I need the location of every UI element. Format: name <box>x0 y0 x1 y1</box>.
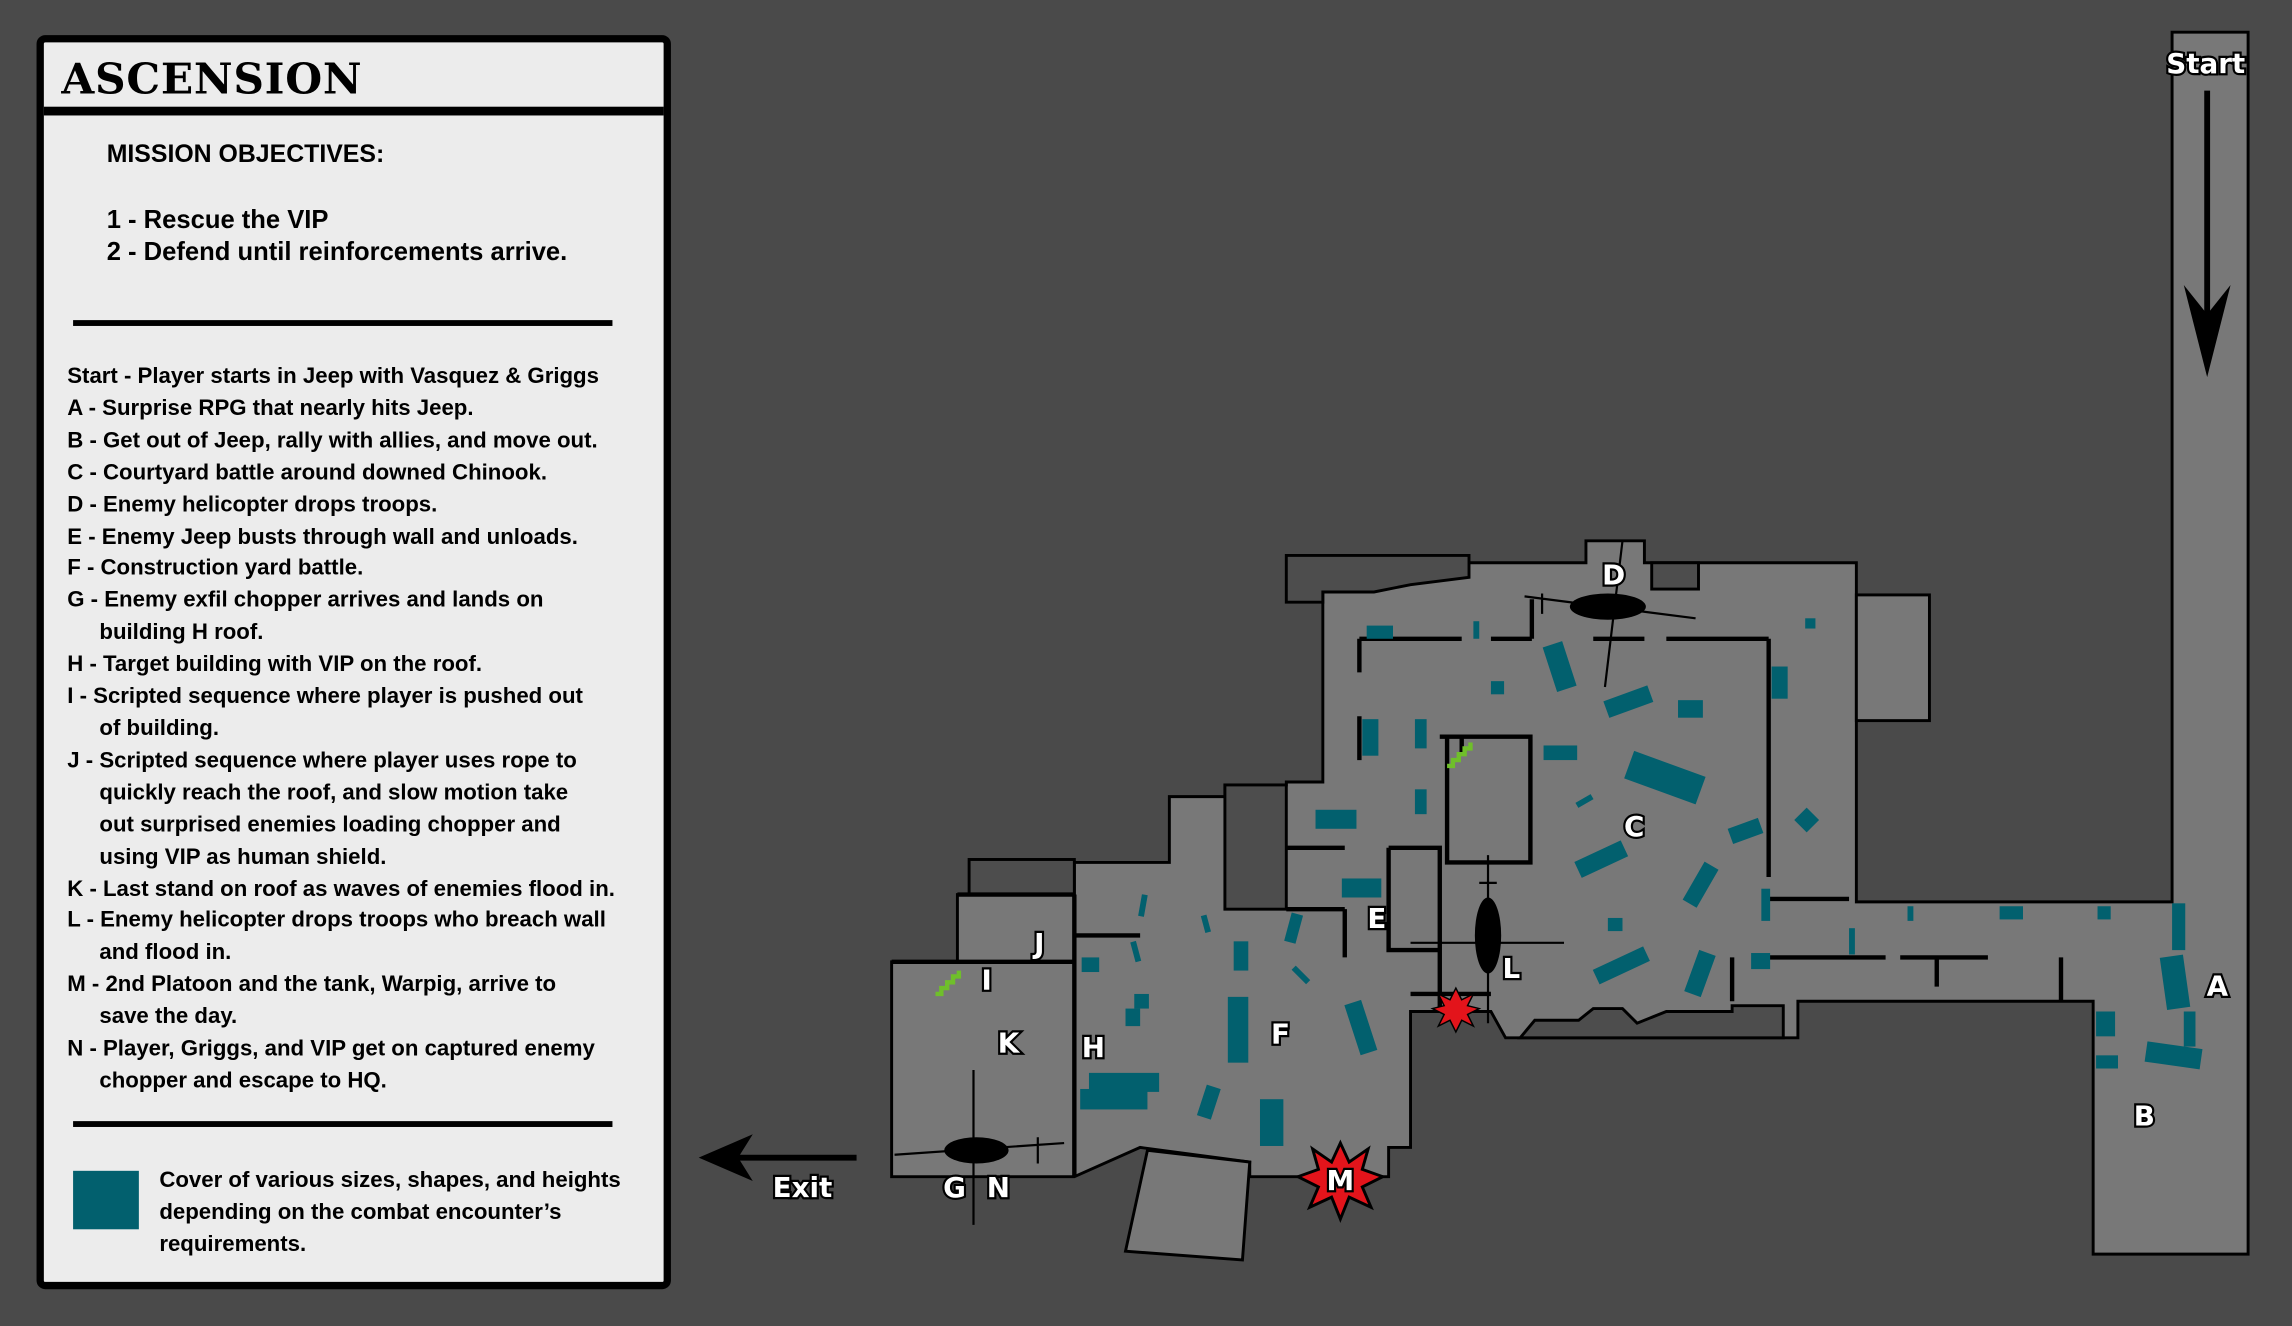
event-text-continued: building H roof. <box>99 620 264 645</box>
annex-room <box>1854 593 1931 723</box>
marker-d: D <box>1602 559 1625 592</box>
divider <box>73 320 613 326</box>
event-text: A - Surprise RPG that nearly hits Jeep. <box>67 395 474 421</box>
exit-label: Exit <box>773 1171 833 1204</box>
event-item: D - Enemy helicopter drops troops. <box>67 489 652 521</box>
dark-room <box>1223 783 1288 911</box>
helicopter-icon <box>1524 540 1696 688</box>
marker-h: H <box>1082 1031 1105 1064</box>
legend-panel: ASCENSION MISSION OBJECTIVES: 1 - Rescue… <box>36 35 671 1290</box>
event-item: B - Get out of Jeep, rally with allies, … <box>67 425 652 457</box>
event-item: K - Last stand on roof as waves of enemi… <box>67 873 652 905</box>
dark-room <box>1284 553 1471 604</box>
marker-a: A <box>2207 969 2229 1002</box>
dark-room <box>1650 561 1700 591</box>
event-item: Start - Player starts in Jeep with Vasqu… <box>67 361 652 393</box>
helicopter-icon <box>1410 855 1565 1024</box>
event-item: J - Scripted sequence where player uses … <box>67 745 652 873</box>
event-text: N - Player, Griggs, and VIP get on captu… <box>67 1036 595 1062</box>
event-text: K - Last stand on roof as waves of enemi… <box>67 876 615 902</box>
stairs-icon <box>935 970 962 997</box>
marker-f: F <box>1271 1018 1290 1051</box>
event-item: E - Enemy Jeep busts through wall and un… <box>67 521 652 553</box>
start-label: Start <box>2166 47 2245 80</box>
event-item: C - Courtyard battle around downed Chino… <box>67 457 652 489</box>
marker-n: N <box>987 1171 1010 1204</box>
marker-c: C <box>1624 810 1644 843</box>
marker-g: G <box>943 1171 966 1204</box>
divider <box>73 1121 613 1127</box>
event-item: F - Construction yard battle. <box>67 553 652 585</box>
marker-m: M <box>1327 1164 1355 1197</box>
cover-legend-text: Cover of various sizes, shapes, and heig… <box>159 1167 621 1257</box>
explosion-icon <box>1430 986 1482 1034</box>
event-item: G - Enemy exfil chopper arrives and land… <box>67 585 652 649</box>
event-text: F - Construction yard battle. <box>67 556 364 581</box>
outer-building <box>1123 1148 1252 1262</box>
event-text: B - Get out of Jeep, rally with allies, … <box>67 428 598 453</box>
event-list: Start - Player starts in Jeep with Vasqu… <box>67 361 652 1097</box>
event-text: E - Enemy Jeep busts through wall and un… <box>67 524 578 549</box>
stairs-icon <box>1447 742 1473 769</box>
marker-l: L <box>1503 952 1521 985</box>
event-text: C - Courtyard battle around downed Chino… <box>67 460 547 485</box>
level-title: ASCENSION <box>61 54 363 104</box>
start-arrow-icon <box>2183 90 2231 378</box>
event-text: L - Enemy helicopter drops troops who br… <box>67 908 606 934</box>
objectives-heading: MISSION OBJECTIVES: <box>106 140 385 169</box>
dark-room <box>967 858 1076 897</box>
event-text: H - Target building with VIP on the roof… <box>67 652 483 677</box>
event-item: H - Target building with VIP on the roof… <box>67 649 652 681</box>
map-floor <box>890 30 2250 1256</box>
event-item: A - Surprise RPG that nearly hits Jeep. <box>67 393 652 425</box>
marker-e: E <box>1367 902 1386 935</box>
event-text: M - 2nd Platoon and the tank, Warpig, ar… <box>67 972 557 998</box>
interior-walls <box>891 599 2064 1177</box>
objective-item: 2 - Defend until reinforcements arrive. <box>106 236 568 267</box>
title-bar: ASCENSION <box>43 42 664 116</box>
event-item: I - Scripted sequence where player is pu… <box>67 681 652 745</box>
marker-k: K <box>998 1026 1021 1059</box>
event-item: N - Player, Griggs, and VIP get on captu… <box>67 1033 652 1097</box>
event-text-continued: quickly reach the roof, and slow motion … <box>99 780 569 870</box>
exit-arrow-icon <box>698 1134 857 1182</box>
cover-objects <box>1080 618 2203 1146</box>
event-text-continued: of building. <box>99 716 220 742</box>
marker-j: J <box>1032 927 1044 960</box>
helicopter-icon <box>894 1069 1065 1225</box>
event-text: D - Enemy helicopter drops troops. <box>67 492 438 517</box>
event-text: J - Scripted sequence where player uses … <box>67 748 577 774</box>
dark-room <box>1517 1004 1785 1040</box>
event-text: I - Scripted sequence where player is pu… <box>67 684 583 710</box>
event-text-continued: and flood in. <box>99 940 232 966</box>
marker-b: B <box>2134 1100 2155 1133</box>
event-text-continued: save the day. <box>99 1004 238 1030</box>
objective-item: 1 - Rescue the VIP <box>106 204 329 234</box>
event-text: Start - Player starts in Jeep with Vasqu… <box>67 363 599 389</box>
event-item: M - 2nd Platoon and the tank, Warpig, ar… <box>67 969 652 1033</box>
event-text: G - Enemy exfil chopper arrives and land… <box>67 588 544 613</box>
event-text-continued: chopper and escape to HQ. <box>99 1068 387 1094</box>
explosion-icon <box>1294 1139 1387 1223</box>
marker-i: I <box>981 964 991 997</box>
cover-swatch <box>73 1170 139 1230</box>
event-item: L - Enemy helicopter drops troops who br… <box>67 905 652 969</box>
